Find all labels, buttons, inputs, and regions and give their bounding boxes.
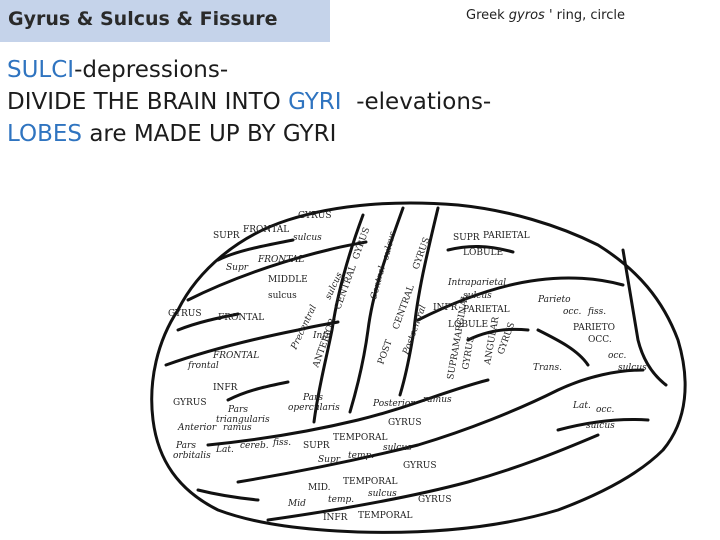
brain-label: ramus <box>223 423 252 433</box>
divide-text: DIVIDE THE BRAIN INTO <box>7 89 289 115</box>
body-text: SULCI-depressions- DIVIDE THE BRAIN INTO… <box>7 54 713 150</box>
brain-label: orbitalis <box>173 451 211 461</box>
brain-label: GYRUS <box>411 236 432 271</box>
brain-label: triangularis <box>216 415 270 425</box>
central-sulcus-line <box>348 206 405 414</box>
note-suffix: ' ring, circle <box>544 8 625 23</box>
brain-label: Anterior <box>177 423 217 433</box>
brain-label: GYRUS <box>418 495 452 505</box>
brain-label: sulcus <box>618 363 647 373</box>
brain-label: PARIETAL <box>483 231 530 241</box>
brain-label: Trans. <box>533 363 562 373</box>
brain-label: GYRUS <box>173 398 207 408</box>
brain-label: FRONTAL <box>212 351 259 361</box>
lateral-fissure-line <box>206 378 490 447</box>
brain-label: INFR <box>213 383 238 393</box>
brain-label: Infr <box>312 331 331 341</box>
brain-label: PARIETAL <box>463 305 510 315</box>
brain-label: INFR <box>433 303 458 313</box>
line-sulci: SULCI-depressions- <box>7 54 713 86</box>
brain-label: sulcus <box>586 421 615 431</box>
brain-label: cereb. <box>240 441 269 451</box>
superior-temporal-sulcus-line <box>236 368 645 484</box>
brain-label: Supr <box>318 455 341 465</box>
brain-label: Central <box>369 265 388 301</box>
brain-label: FRONTAL <box>218 313 264 323</box>
brain-label: sulcus <box>293 233 322 243</box>
slide-title-box: Gyrus & Sulcus & Fissure <box>0 0 330 42</box>
note-greek-word: gyros <box>508 8 545 23</box>
brain-label: GYRUS <box>403 461 437 471</box>
brain-label: Pars <box>302 393 323 403</box>
brain-label: temp. <box>328 495 354 505</box>
inferior-frontal-sulcus-line <box>164 320 340 367</box>
brain-label: sulcus <box>463 291 492 301</box>
brain-label-gyrus-top: GYRUS <box>298 211 332 221</box>
brain-label: LOBULE <box>463 248 503 258</box>
brain-label: frontal <box>187 361 219 371</box>
note-prefix: Greek <box>466 8 509 23</box>
brain-label: FRONTAL <box>243 225 289 235</box>
brain-label: Intraparietal <box>447 278 506 288</box>
brain-label: PARIETO <box>573 323 615 333</box>
middle-temporal-sulcus-line <box>266 433 600 522</box>
brain-label: occ. <box>608 351 626 361</box>
brain-label: fiss. <box>272 438 291 448</box>
lobes-rest: are MADE UP BY GYRI <box>82 121 337 147</box>
brain-label: sulcus <box>268 291 297 301</box>
parieto-occipital-line <box>621 248 668 387</box>
brain-label: INFR <box>323 513 348 523</box>
line-divide: DIVIDE THE BRAIN INTO GYRI -elevations- <box>7 86 713 118</box>
brain-label: ramus <box>423 395 452 405</box>
brain-label: Pars <box>227 405 248 415</box>
brain-label: POST <box>376 339 394 366</box>
brain-outline <box>150 201 687 534</box>
line-lobes: LOBES are MADE UP BY GYRI <box>7 118 713 150</box>
brain-label: GYRUS <box>168 309 202 319</box>
brain-label: SUPR <box>303 441 330 451</box>
brain-label: TEMPORAL <box>343 477 397 487</box>
elevations-text: -elevations- <box>341 89 492 115</box>
brain-diagram: GYRUS SUPR FRONTAL sulcus Supr FRONTAL M… <box>150 201 687 534</box>
postcentral-sulcus-line <box>398 206 440 397</box>
sulci-highlight: SULCI <box>7 57 75 83</box>
brain-label: sulcus <box>383 443 412 453</box>
superior-frontal-sulcus-line <box>186 240 368 302</box>
brain-label: FRONTAL <box>257 255 304 265</box>
brain-label: temp. <box>348 451 374 461</box>
brain-label: Pars <box>175 441 196 451</box>
brain-label: Parieto <box>537 295 571 305</box>
intraparietal-sulcus-line <box>416 276 625 322</box>
brain-label: sulcus <box>368 489 397 499</box>
lobes-highlight: LOBES <box>7 121 83 147</box>
etymology-note: Greek gyros ' ring, circle <box>466 8 625 23</box>
brain-label: occ. <box>563 307 581 317</box>
brain-label: GYRUS <box>388 418 422 428</box>
brain-label: opercularis <box>288 403 340 413</box>
brain-label: Lat. <box>215 445 234 455</box>
brain-label: GYRUS <box>461 336 477 371</box>
precentral-sulcus-line <box>312 213 365 424</box>
brain-label: fiss. <box>587 307 606 317</box>
brain-label: occ. <box>596 405 614 415</box>
brain-label: Posterior <box>372 399 415 409</box>
brain-label: SUPR <box>453 233 480 243</box>
brain-label: MIDDLE <box>268 275 308 285</box>
gyri-highlight: GYRI <box>288 89 342 115</box>
brain-label: Lat. <box>572 401 591 411</box>
brain-label: TEMPORAL <box>358 511 412 521</box>
brain-label: OCC. <box>588 335 612 345</box>
brain-label: Supr <box>226 263 249 273</box>
brain-label: TEMPORAL <box>333 433 387 443</box>
brain-label: LOBULE <box>448 320 488 330</box>
sulci-rest: -depressions- <box>74 57 229 83</box>
brain-label: Mid <box>287 499 306 509</box>
brain-label: MID. <box>308 483 331 493</box>
slide-title: Gyrus & Sulcus & Fissure <box>8 8 278 30</box>
brain-label: sulcus <box>381 230 398 261</box>
brain-label: SUPR <box>213 231 240 241</box>
